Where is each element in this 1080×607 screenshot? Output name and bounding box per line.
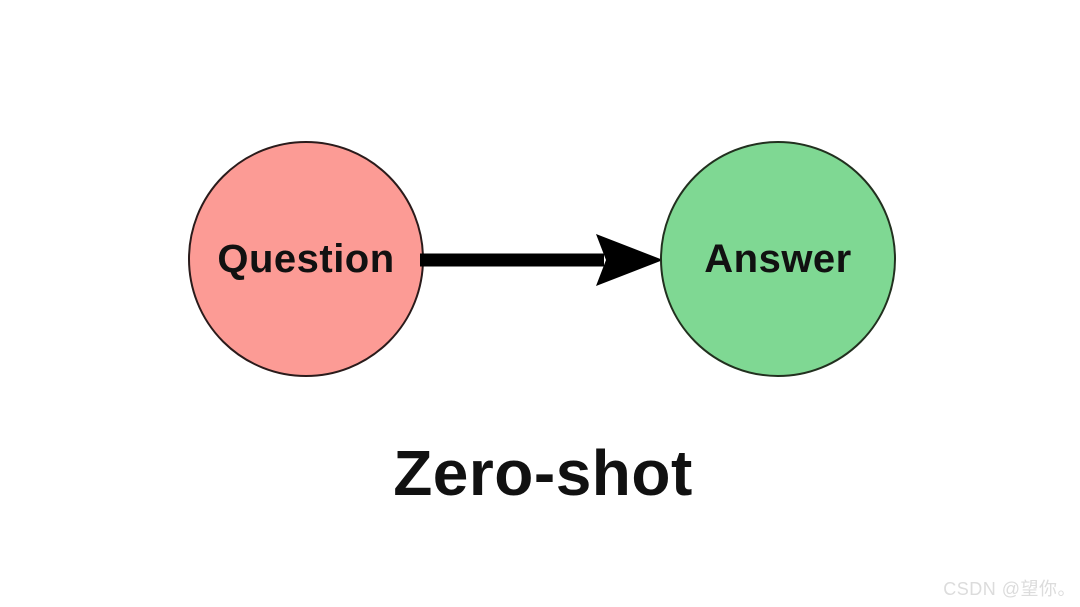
diagram-title: Zero-shot <box>393 437 693 509</box>
answer-label: Answer <box>704 236 852 281</box>
arrow-right-icon <box>420 234 663 286</box>
question-label: Question <box>217 236 395 281</box>
answer-node: Answer <box>660 141 896 377</box>
watermark: CSDN @望你。 <box>943 579 1076 599</box>
question-node: Question <box>188 141 424 377</box>
arrow-head <box>596 234 663 286</box>
